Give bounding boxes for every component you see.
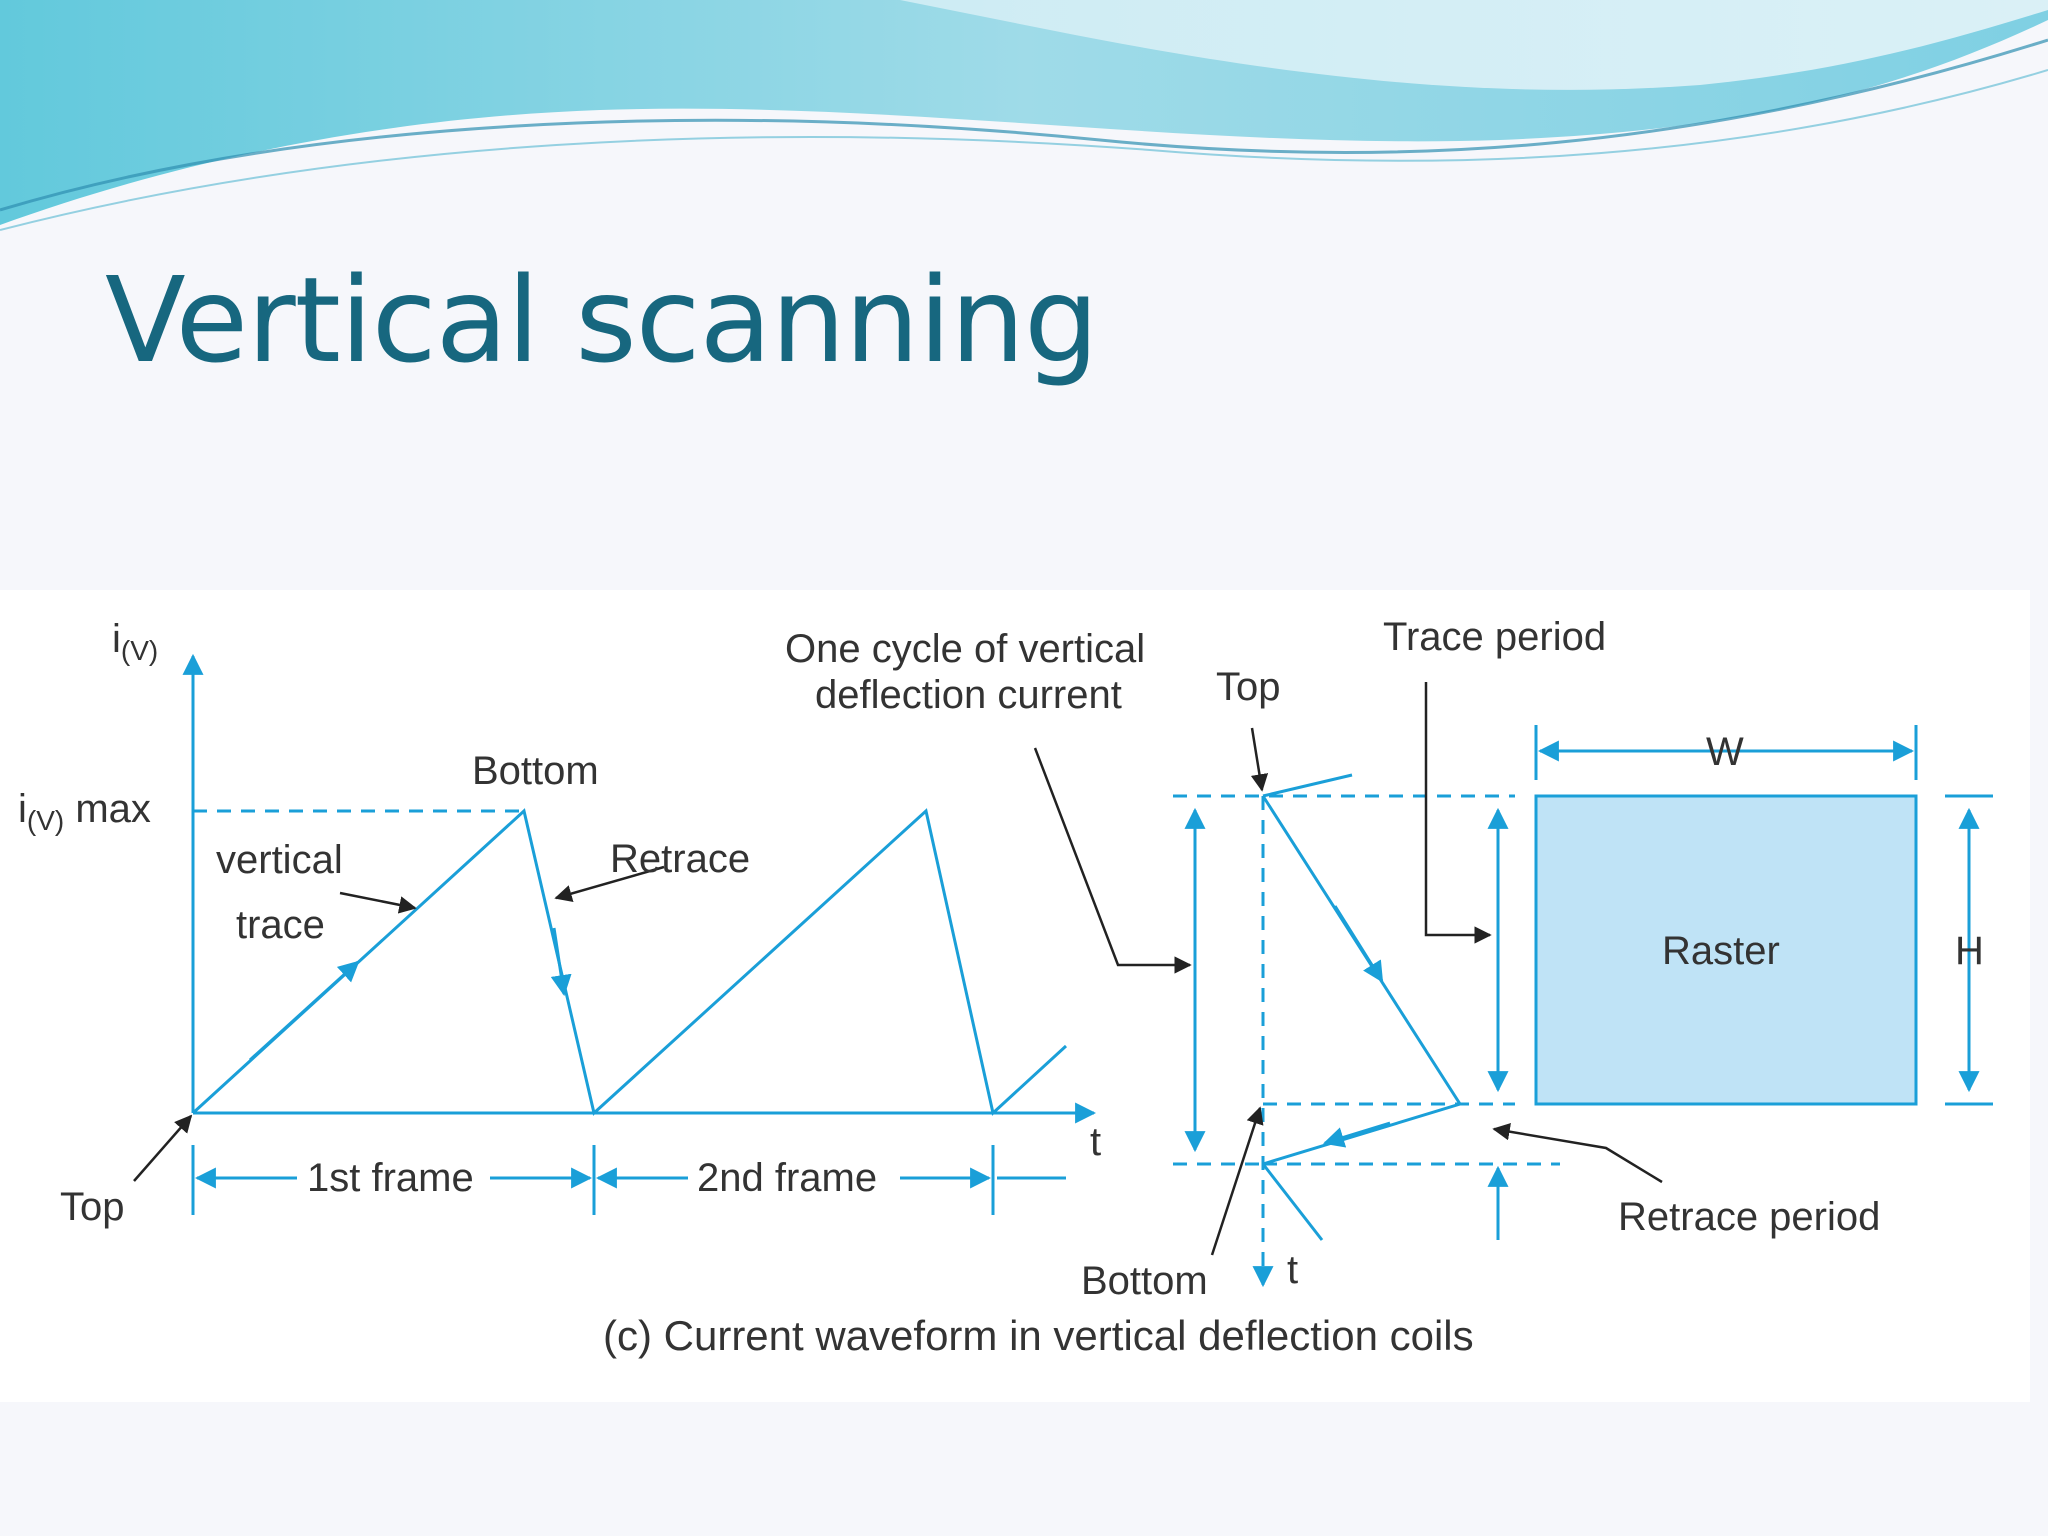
trace-direction-arrow — [248, 960, 360, 1062]
sawtooth-waveform — [191, 808, 1068, 1116]
retrace-direction-arrow-right — [1322, 1121, 1391, 1148]
cycle-pointer — [1033, 747, 1192, 974]
trace-period-label: Trace period — [1383, 615, 1606, 659]
retrace-label: Retrace — [610, 837, 750, 881]
waveform-graph — [182, 653, 1097, 1215]
width-label: W — [1706, 730, 1744, 774]
x-axis-label: t — [1090, 1120, 1101, 1164]
slide-title: Vertical scanning — [105, 251, 1099, 389]
vertical-trace-pointer — [339, 891, 417, 914]
second-frame-label: 2nd frame — [697, 1156, 877, 1200]
trace-period-pointer — [1424, 682, 1492, 944]
first-frame-label: 1st frame — [307, 1156, 474, 1200]
retrace-period-label: Retrace period — [1618, 1195, 1880, 1239]
cycle-pointers — [1033, 682, 1663, 1256]
y-axis-label: i(V) — [112, 617, 158, 666]
top-label: Top — [60, 1185, 125, 1229]
raster-rectangle — [1534, 794, 1918, 1106]
waveform-stub-bottom — [1261, 1163, 1324, 1241]
top-pointer — [133, 1114, 193, 1182]
cycle-diagram — [1173, 725, 1993, 1288]
bottom-label-right: Bottom — [1081, 1259, 1208, 1303]
height-label: H — [1955, 929, 1984, 973]
vertical-trace-label-2: trace — [236, 903, 325, 947]
diagram-panel: i(V) i(V) max Bottom vertical trace Retr… — [0, 590, 2030, 1402]
waveform-pointers — [133, 865, 665, 1182]
cycle-label-2: deflection current — [815, 673, 1122, 717]
cycle-waveform — [1261, 795, 1463, 1166]
top-label-right: Top — [1216, 665, 1281, 709]
cycle-label-1: One cycle of vertical — [785, 627, 1145, 671]
bottom-pointer-right — [1210, 1106, 1264, 1256]
top-pointer-right — [1250, 727, 1269, 792]
retrace-period-pointer — [1492, 1123, 1663, 1184]
retrace-pointer — [554, 865, 665, 903]
time-label-right: t — [1287, 1248, 1298, 1292]
waveform-stub-top — [1262, 773, 1353, 798]
imax-label: i(V) max — [18, 787, 151, 836]
figure-caption: (c) Current waveform in vertical deflect… — [603, 1312, 1474, 1359]
raster-label: Raster — [1662, 929, 1780, 973]
header-wave-decoration — [0, 0, 2048, 231]
trace-direction-arrow-right — [1333, 905, 1384, 983]
vertical-trace-label-1: vertical — [216, 838, 343, 882]
retrace-direction-arrow — [550, 927, 572, 997]
bottom-label: Bottom — [472, 749, 599, 793]
vertical-deflection-diagram: i(V) i(V) max Bottom vertical trace Retr… — [18, 615, 1993, 1359]
